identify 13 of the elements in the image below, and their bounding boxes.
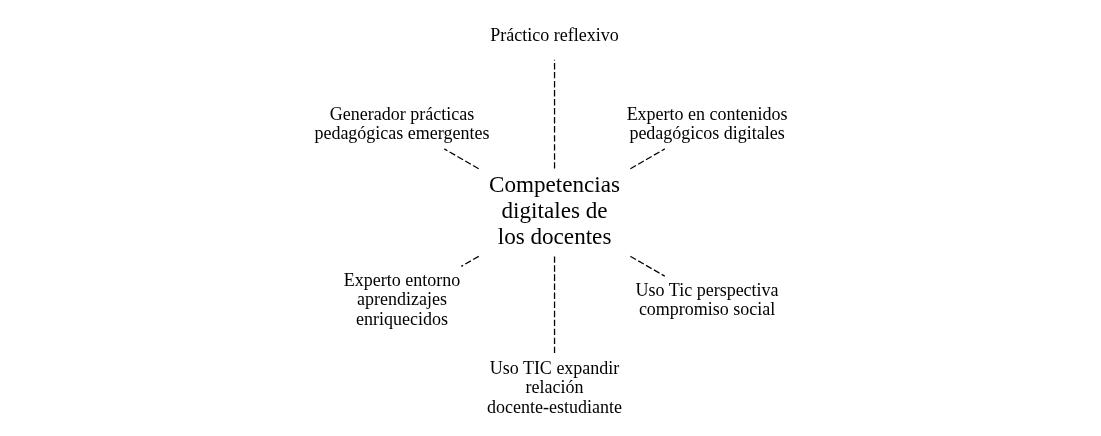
node-text: Competencias digitales de los docentes (488, 171, 620, 249)
connector (443, 148, 479, 170)
node-text: Generador prácticas pedagógicas emergentes (313, 103, 489, 143)
node-text: Experto entorno aprendizajes enriquecidos (343, 270, 460, 329)
connector (553, 59, 555, 170)
connector (629, 255, 665, 277)
node-text: Uso Tic perspectiva compromiso social (635, 279, 779, 320)
node-text: Experto en contenidos pedagógicos digitales (626, 103, 788, 143)
connector (553, 255, 555, 355)
connector (629, 148, 665, 170)
connector (460, 255, 479, 267)
node-text: Uso TIC expandir relación docente-estudiante (486, 358, 622, 417)
node-text: Práctico reflexivo (489, 25, 619, 46)
